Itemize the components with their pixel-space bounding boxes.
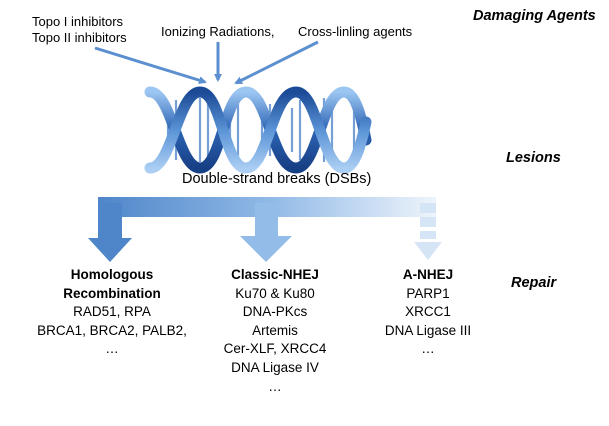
arrow-hr <box>88 203 132 262</box>
dna-helix-icon <box>144 86 372 174</box>
pathway-cnhej: Classic-NHEJ Ku70 & Ku80 DNA-PKcs Artemi… <box>200 266 350 396</box>
pathway-anhej: A-NHEJ PARP1 XRCC1 DNA Ligase III … <box>368 266 488 359</box>
agent-topo1: Topo I inhibitors <box>32 14 124 29</box>
cnhej-item: Artemis <box>252 322 298 338</box>
cnhej-title: Classic-NHEJ <box>231 267 319 282</box>
anhej-item: XRCC1 <box>405 304 451 320</box>
hr-item: … <box>105 341 119 357</box>
arrow-anhej <box>414 203 442 260</box>
hr-item: RAD51, RPA <box>73 304 151 320</box>
agent-topo2: Topo II inhibitors <box>32 30 127 45</box>
arrow-crosslink <box>234 40 319 85</box>
agent-arrows <box>94 40 319 85</box>
arrow-topo <box>94 46 207 85</box>
pathway-hr: Homologous Recombination RAD51, RPA BRCA… <box>12 266 212 359</box>
damaging-agents-label: Damaging Agents <box>473 8 596 24</box>
cnhej-item: Ku70 & Ku80 <box>235 285 315 301</box>
anhej-item: DNA Ligase III <box>384 322 472 338</box>
arrow-cnhej <box>240 203 292 262</box>
hr-title-line1: Homologous <box>70 267 154 282</box>
repair-label: Repair <box>511 275 557 291</box>
cnhej-item: DNA Ligase IV <box>231 359 319 375</box>
hr-item: BRCA1, BRCA2, PALB2, <box>37 322 187 338</box>
agent-crosslink: Cross-linling agents <box>298 24 413 39</box>
anhej-title: A-NHEJ <box>402 267 454 282</box>
cnhej-item: Cer-XLF, XRCC4 <box>223 341 327 357</box>
anhej-item: PARP1 <box>406 285 450 301</box>
anhej-item: … <box>421 341 435 357</box>
cnhej-item: … <box>268 378 282 394</box>
lesion-label: Double-strand breaks (DSBs) <box>182 171 372 187</box>
hr-title-line2: Recombination <box>63 285 161 301</box>
lesions-label: Lesions <box>506 150 561 166</box>
cnhej-item: DNA-PKcs <box>242 304 308 320</box>
agent-ionizing: Ionizing Radiations, <box>161 24 275 39</box>
